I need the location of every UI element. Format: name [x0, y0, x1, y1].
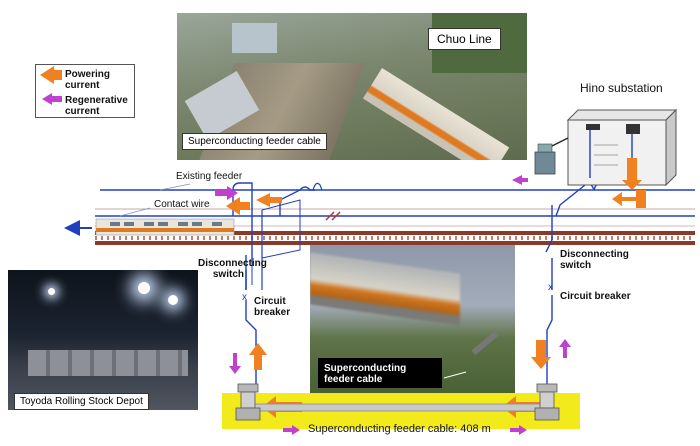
regenerative-arrow-icon: [42, 93, 62, 105]
superconducting-cable: [253, 403, 553, 412]
legend-powering-label: Powering current: [65, 69, 111, 91]
regenerative-current-arrows: [215, 175, 571, 435]
flood-light: [138, 282, 150, 294]
powering-arrow-icon: [40, 66, 62, 84]
cable-mid-pointer: [443, 371, 467, 379]
cable-length-label: Superconducting feeder cable: 408 m: [308, 423, 491, 435]
left-drop-loop: [261, 199, 301, 259]
regenerative-arrow-icon: [229, 353, 241, 374]
left-disconnecting-switch-label: Disconnecting switch: [198, 258, 267, 280]
right-breaker-symbol: x: [548, 282, 553, 293]
track-bottom: [95, 241, 695, 245]
right-cable-terminal: [534, 383, 560, 421]
powering-arrow-icon: [612, 190, 646, 208]
powering-arrow-icon: [622, 158, 642, 190]
right-switch: [545, 239, 553, 290]
powering-arrow-icon: [249, 343, 267, 370]
regenerative-arrow-icon: [559, 339, 571, 358]
substation-building: [566, 108, 678, 187]
regenerative-arrow-icon: [215, 186, 238, 200]
contact-wire-pointer: [119, 207, 151, 217]
train-windows: [110, 222, 222, 226]
right-disconnecting-switch-label: Disconnecting switch: [560, 249, 629, 271]
regenerative-arrow-icon: [283, 425, 300, 435]
chuo-line-label: Chuo Line: [428, 28, 501, 50]
transformer-icon: [534, 137, 569, 175]
flood-light: [48, 288, 55, 295]
regenerative-arrow-icon: [510, 425, 527, 435]
flood-light: [168, 295, 178, 305]
superconducting-cable-mid-label: Superconducting feeder cable: [324, 363, 407, 385]
left-breaker-symbol: x: [242, 292, 247, 303]
left-circuit-breaker-label: Circuit breaker: [254, 296, 291, 318]
left-cable-terminal: [235, 383, 261, 421]
right-cable-riser: [546, 295, 553, 385]
powering-arrow-icon: [531, 340, 551, 369]
depot-building: [232, 23, 277, 53]
section-mark: [325, 211, 335, 221]
superconducting-cable-top-label: Superconducting feeder cable: [182, 133, 327, 150]
legend-regenerative-label: Regenerative current: [65, 95, 128, 117]
regenerative-arrow-icon: [512, 175, 528, 185]
right-circuit-breaker-label: Circuit breaker: [560, 291, 631, 302]
toyoda-depot-photo: [8, 270, 198, 410]
right-feeder-loop: [555, 182, 595, 217]
train-body: [95, 218, 235, 236]
powering-arrow-icon: [256, 193, 282, 207]
left-feeder-loop: [312, 182, 323, 191]
existing-feeder-pointer: [159, 183, 191, 191]
left-feeder-loop: [279, 186, 315, 216]
existing-feeder-label: Existing feeder: [176, 171, 243, 182]
hino-substation-label: Hino substation: [580, 81, 663, 95]
track-top: [95, 231, 695, 235]
legend: [35, 64, 135, 118]
toyoda-depot-label: Toyoda Rolling Stock Depot: [14, 393, 149, 410]
powering-arrow-icon: [226, 197, 250, 215]
section-mark: [331, 211, 341, 221]
cable-mid-label-box: [318, 358, 442, 388]
powering-current-arrows: [226, 158, 646, 418]
train-stripe: [96, 228, 234, 232]
contact-wire-label: Contact wire: [154, 199, 210, 210]
depot-trains: [28, 350, 188, 376]
left-feeder-loop: [232, 182, 253, 260]
